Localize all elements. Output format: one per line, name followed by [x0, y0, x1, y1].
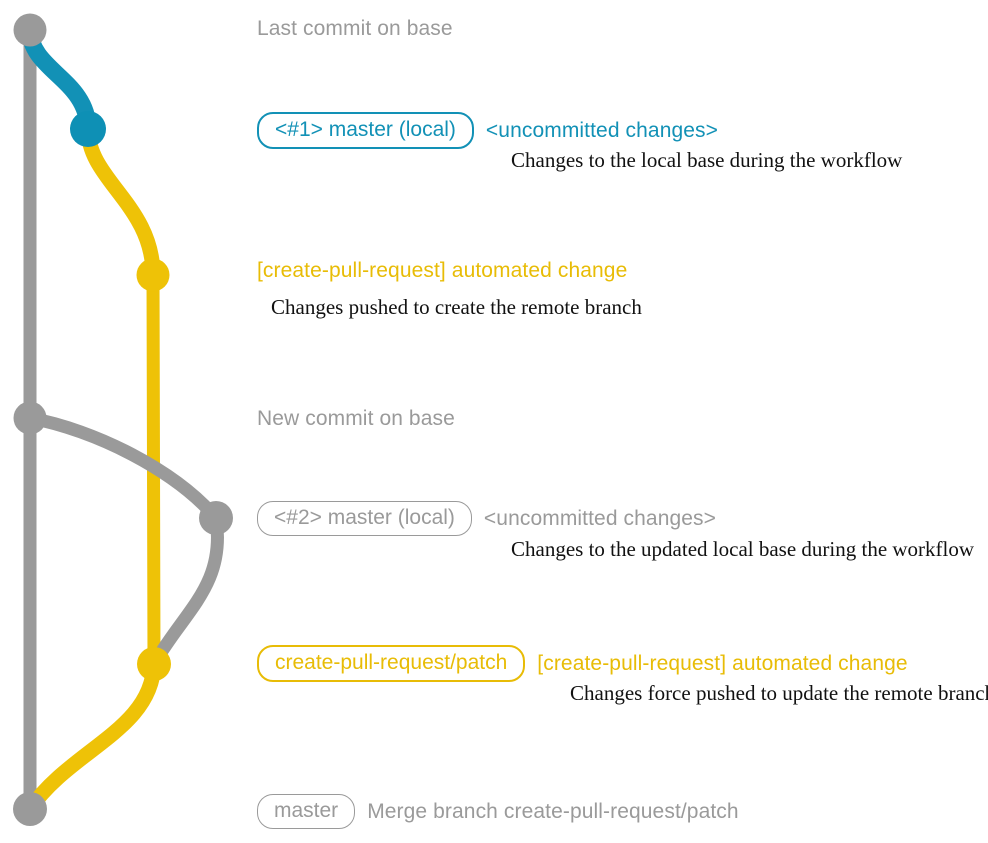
commit-node-local-2[interactable]	[199, 501, 233, 535]
commit-node-base-new[interactable]	[13, 401, 47, 435]
commit-message-merge: Merge branch create-pull-request/patch	[367, 799, 739, 823]
commit-description-patch-2: Changes force pushed to update the remot…	[570, 681, 988, 705]
commit-node-patch-1[interactable]	[136, 258, 170, 292]
commit-message-new-commit: New commit on base	[257, 407, 455, 430]
branch-pill-master-local-2[interactable]: <#2> master (local)	[257, 501, 472, 536]
commit-node-base-merge[interactable]	[13, 792, 47, 826]
patch-branch-line-upper	[80, 121, 161, 283]
commit-row-local-1: <#1> master (local) <uncommitted changes…	[257, 112, 718, 149]
commit-description-patch-1: Changes pushed to create the remote bran…	[271, 295, 642, 319]
commit-message-patch-1: [create-pull-request] automated change	[257, 259, 628, 282]
commit-message-local-2: <uncommitted changes>	[483, 506, 716, 530]
commit-row-new-commit: New commit on base	[257, 407, 455, 431]
commit-row-patch-1: [create-pull-request] automated change	[257, 259, 627, 283]
base-to-local2-line	[23, 411, 223, 525]
branch-pill-master-local-1[interactable]: <#1> master (local)	[257, 112, 474, 149]
branch-pill-create-pull-request-patch[interactable]: create-pull-request/patch	[257, 645, 526, 682]
commit-row-last-commit: Last commit on base	[257, 17, 453, 41]
commit-node-local-1[interactable]	[70, 111, 106, 147]
commit-message-last-commit: Last commit on base	[257, 17, 453, 40]
local2-to-patch2-line	[147, 511, 224, 671]
commit-node-patch-2[interactable]	[137, 647, 171, 681]
commit-row-patch-2: create-pull-request/patch [create-pull-r…	[257, 645, 908, 682]
commit-description-local-2: Changes to the updated local base during…	[511, 537, 975, 561]
branch-pill-master[interactable]: master	[257, 794, 356, 829]
commit-node-base-last[interactable]	[13, 13, 47, 47]
patch2-to-merge-line	[22, 656, 162, 817]
commit-description-local-1: Changes to the local base during the wor…	[511, 148, 903, 172]
commit-row-local-2: <#2> master (local) <uncommitted changes…	[257, 501, 716, 536]
commit-message-local-1: <uncommitted changes>	[485, 118, 718, 142]
commit-row-merge: master Merge branch create-pull-request/…	[257, 794, 739, 829]
commit-message-patch-2: [create-pull-request] automated change	[537, 651, 908, 675]
